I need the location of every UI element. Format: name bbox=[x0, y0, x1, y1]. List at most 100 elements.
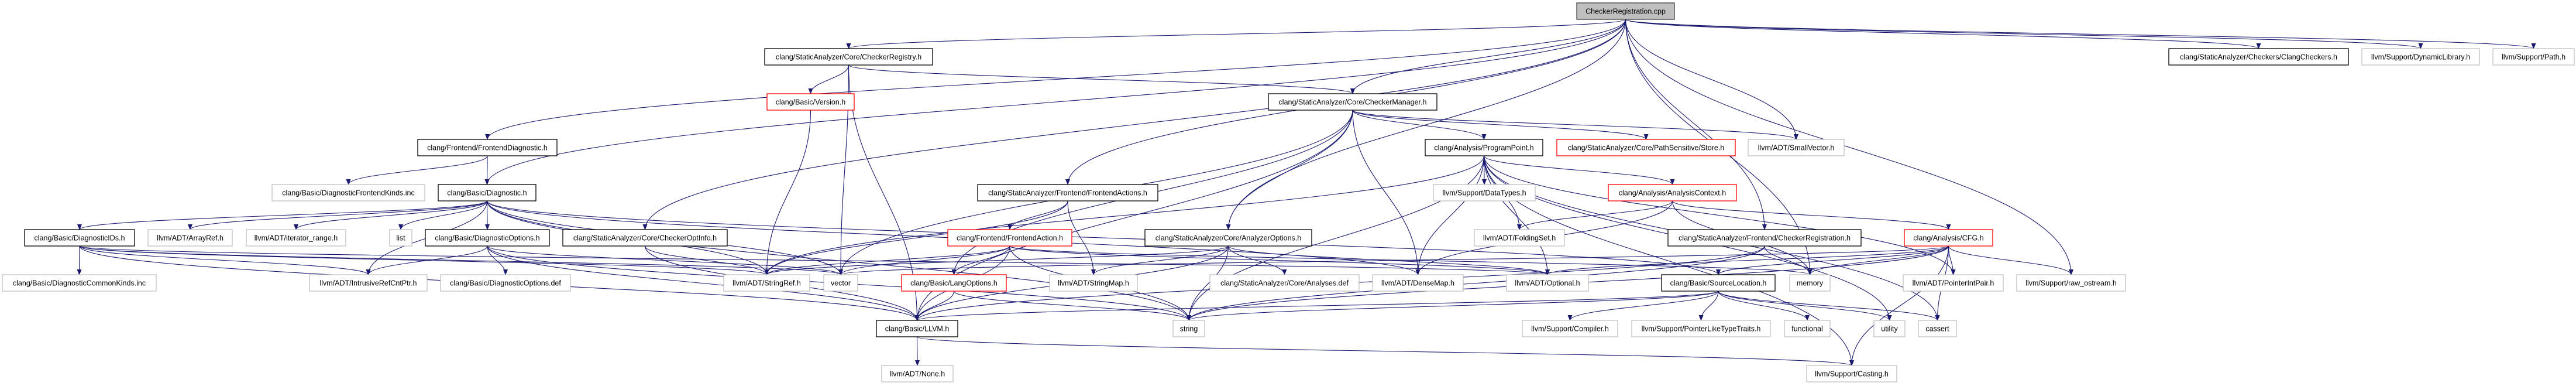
node-box bbox=[440, 274, 571, 292]
node-label: clang/StaticAnalyzer/Core/CheckerManager… bbox=[1279, 98, 1427, 107]
edge-checkerregistration-cpp-to-clang-staticanalyzer-core-checkerregistry-h bbox=[847, 19, 1626, 49]
node-llvm-adt-pointerintpair-h: llvm/ADT/PointerIntPair.h bbox=[1903, 274, 2004, 292]
node-clang-basic-version-h[interactable]: clang/Basic/Version.h bbox=[766, 93, 855, 111]
node-label: clang/Frontend/FrontendAction.h bbox=[957, 234, 1063, 242]
node-label: clang/StaticAnalyzer/Frontend/CheckerReg… bbox=[1679, 234, 1851, 242]
edge-clang-frontend-frontendaction-h-to-llvm-adt-optional-h bbox=[1009, 245, 1550, 275]
node-clang-basic-sourcelocation-h[interactable]: clang/Basic/SourceLocation.h bbox=[1661, 274, 1776, 292]
node-clang-analysis-cfg-h[interactable]: clang/Analysis/CFG.h bbox=[1904, 229, 1993, 247]
node-box bbox=[1789, 274, 1831, 292]
node-label: clang/StaticAnalyzer/Core/PathSensitive/… bbox=[1568, 144, 1725, 152]
node-box bbox=[1144, 229, 1312, 247]
node-vector: vector bbox=[823, 274, 858, 292]
node-box bbox=[947, 229, 1072, 247]
edge-clang-analysis-programpoint-h-to-llvm-adt-optional-h bbox=[1483, 155, 1550, 275]
edge-clang-frontend-frontenddiagnostic-h-to-clang-basic-diagnostic-h bbox=[484, 155, 490, 185]
edge-clang-staticanalyzer-core-checkermanager-h-to-llvm-adt-smallvector-h bbox=[1352, 110, 1798, 140]
node-label: clang/Basic/DiagnosticIDs.h bbox=[35, 234, 125, 242]
node-clang-staticanalyzer-core-pathsensitive-store-h[interactable]: clang/StaticAnalyzer/Core/PathSensitive/… bbox=[1556, 139, 1736, 156]
edge-clang-analysis-cfg-h-to-vector bbox=[838, 245, 1949, 275]
node-label: clang/Analysis/AnalysisContext.h bbox=[1619, 189, 1726, 197]
node-box bbox=[1372, 274, 1464, 292]
node-clang-frontend-frontenddiagnostic-h[interactable]: clang/Frontend/FrontendDiagnostic.h bbox=[417, 139, 558, 156]
edge-clang-analysis-cfg-h-to-llvm-adt-optional-h bbox=[1545, 245, 1949, 275]
node-clang-staticanalyzer-core-analyzeroptions-h[interactable]: clang/StaticAnalyzer/Core/AnalyzerOption… bbox=[1144, 229, 1312, 247]
edge-clang-basic-diagnosticids-h-to-llvm-adt-intrusiverefcntptr-h bbox=[79, 245, 371, 275]
edge-clang-basic-sourcelocation-h-to-llvm-support-compiler-h bbox=[1567, 291, 1719, 321]
node-box bbox=[1433, 184, 1536, 201]
node-clang-basic-langoptions-h[interactable]: clang/Basic/LangOptions.h bbox=[901, 274, 1007, 292]
node-checkerregistration-cpp[interactable]: CheckerRegistration.cpp bbox=[1576, 2, 1675, 20]
node-label: llvm/ADT/FoldingSet.h bbox=[1483, 234, 1556, 242]
node-clang-analysis-programpoint-h[interactable]: clang/Analysis/ProgramPoint.h bbox=[1425, 139, 1543, 156]
node-llvm-adt-arrayref-h: llvm/ADT/ArrayRef.h bbox=[147, 229, 233, 247]
node-label: clang/StaticAnalyzer/Core/AnalyzerOption… bbox=[1155, 234, 1301, 242]
node-memory: memory bbox=[1789, 274, 1831, 292]
node-box bbox=[823, 274, 858, 292]
node-llvm-adt-stringref-h: llvm/ADT/StringRef.h bbox=[723, 274, 810, 292]
node-llvm-support-path-h: llvm/Support/Path.h bbox=[2492, 48, 2575, 66]
node-box bbox=[1784, 320, 1831, 337]
node-clang-analysis-analysiscontext-h[interactable]: clang/Analysis/AnalysisContext.h bbox=[1608, 184, 1737, 201]
node-label: clang/Analysis/CFG.h bbox=[1913, 234, 1983, 242]
node-clang-basic-diagnostic-h[interactable]: clang/Basic/Diagnostic.h bbox=[438, 184, 536, 201]
edge-clang-staticanalyzer-core-checkeroptinfo-h-to-llvm-adt-stringref-h bbox=[644, 245, 769, 275]
node-llvm-adt-foldingset-h: llvm/ADT/FoldingSet.h bbox=[1474, 229, 1565, 247]
node-clang-staticanalyzer-frontend-frontendactions-h[interactable]: clang/StaticAnalyzer/Frontend/FrontendAc… bbox=[977, 184, 1158, 201]
node-label: llvm/ADT/DenseMap.h bbox=[1381, 279, 1454, 288]
node-label: list bbox=[396, 234, 405, 242]
node-clang-staticanalyzer-checkers-clangcheckers-h[interactable]: clang/StaticAnalyzer/Checkers/ClangCheck… bbox=[2168, 48, 2349, 66]
node-clang-basic-diagnosticids-h[interactable]: clang/Basic/DiagnosticIDs.h bbox=[24, 229, 135, 247]
edge-clang-analysis-programpoint-h-to-llvm-adt-densemap-h bbox=[1415, 155, 1485, 275]
edge-clang-basic-diagnostic-h-to-clang-basic-diagnosticids-h bbox=[77, 200, 488, 230]
node-llvm-adt-stringmap-h: llvm/ADT/StringMap.h bbox=[1049, 274, 1138, 292]
edge-checkerregistration-cpp-to-clang-staticanalyzer-core-checkeroptinfo-h bbox=[642, 19, 1626, 230]
node-string: string bbox=[1172, 320, 1205, 337]
node-box bbox=[2016, 274, 2126, 292]
node-llvm-adt-smallvector-h: llvm/ADT/SmallVector.h bbox=[1748, 139, 1845, 156]
edge-checkerregistration-cpp-to-llvm-adt-smallvector-h bbox=[1625, 19, 1798, 140]
node-llvm-adt-none-h: llvm/ADT/None.h bbox=[881, 365, 954, 382]
edge-clang-basic-diagnosticoptions-h-to-llvm-adt-intrusiverefcntptr-h bbox=[366, 245, 488, 275]
node-label: llvm/ADT/IntrusiveRefCntPtr.h bbox=[319, 279, 417, 288]
edge-clang-staticanalyzer-core-checkermanager-h-to-clang-staticanalyzer-core-pathsensitive-store-h bbox=[1352, 110, 1649, 140]
edge-clang-staticanalyzer-core-checkerregistry-h-to-clang-basic-version-h bbox=[808, 64, 850, 94]
node-llvm-support-casting-h: llvm/Support/Casting.h bbox=[1806, 365, 1897, 382]
edge-clang-basic-diagnosticoptions-h-to-clang-basic-diagnosticoptions-def bbox=[487, 245, 508, 275]
node-clang-staticanalyzer-core-checkermanager-h[interactable]: clang/StaticAnalyzer/Core/CheckerManager… bbox=[1268, 93, 1437, 111]
node-label: string bbox=[1180, 325, 1198, 333]
node-clang-staticanalyzer-core-checkeroptinfo-h[interactable]: clang/StaticAnalyzer/Core/CheckerOptInfo… bbox=[562, 229, 728, 247]
node-llvm-support-datatypes-h: llvm/Support/DataTypes.h bbox=[1433, 184, 1536, 201]
node-box bbox=[246, 229, 346, 247]
node-clang-basic-diagnosticoptions-h[interactable]: clang/Basic/DiagnosticOptions.h bbox=[425, 229, 550, 247]
node-llvm-support-dynamiclibrary-h: llvm/Support/DynamicLibrary.h bbox=[2361, 48, 2480, 66]
node-clang-basic-llvm-h[interactable]: clang/Basic/LLVM.h bbox=[876, 320, 958, 337]
edge-checkerregistration-cpp-to-clang-staticanalyzer-core-analyzeroptions-h bbox=[1226, 19, 1626, 230]
node-label: clang/Basic/DiagnosticOptions.def bbox=[450, 279, 561, 288]
node-box bbox=[1172, 320, 1205, 337]
node-box bbox=[1522, 320, 1618, 337]
node-label: llvm/ADT/ArrayRef.h bbox=[157, 234, 223, 242]
node-label: clang/StaticAnalyzer/Core/CheckerRegistr… bbox=[776, 53, 921, 62]
node-label: clang/StaticAnalyzer/Frontend/FrontendAc… bbox=[988, 189, 1147, 197]
node-clang-frontend-frontendaction-h[interactable]: clang/Frontend/FrontendAction.h bbox=[947, 229, 1072, 247]
edge-clang-basic-sourcelocation-h-to-utility bbox=[1718, 291, 1892, 321]
node-list: list bbox=[389, 229, 412, 247]
node-label: llvm/ADT/PointerIntPair.h bbox=[1913, 279, 1994, 288]
node-llvm-adt-optional-h: llvm/ADT/Optional.h bbox=[1506, 274, 1589, 292]
node-label: clang/Frontend/FrontendDiagnostic.h bbox=[427, 144, 548, 152]
edge-clang-basic-diagnostic-h-to-llvm-adt-arrayref-h bbox=[188, 200, 488, 230]
node-label: clang/Basic/LLVM.h bbox=[885, 325, 950, 333]
edge-checkerregistration-cpp-to-clang-staticanalyzer-checkers-clangcheckers-h bbox=[1625, 19, 2261, 49]
edge-clang-basic-sourcelocation-h-to-cassert bbox=[1718, 291, 1940, 321]
edge-checkerregistration-cpp-to-clang-staticanalyzer-core-checkermanager-h bbox=[1350, 19, 1626, 94]
edge-clang-basic-diagnosticids-h-to-llvm-adt-optional-h bbox=[79, 245, 1549, 275]
node-clang-staticanalyzer-core-checkerregistry-h[interactable]: clang/StaticAnalyzer/Core/CheckerRegistr… bbox=[764, 48, 933, 66]
edge-checkerregistration-cpp-to-llvm-support-dynamiclibrary-h bbox=[1625, 19, 2423, 49]
node-box bbox=[1904, 229, 1993, 247]
node-box bbox=[764, 48, 933, 66]
node-llvm-support-pointerliketypetraits-h: llvm/Support/PointerLikeTypeTraits.h bbox=[1631, 320, 1771, 337]
node-box bbox=[438, 184, 536, 201]
node-clang-staticanalyzer-frontend-checkerregistration-h[interactable]: clang/StaticAnalyzer/Frontend/CheckerReg… bbox=[1667, 229, 1862, 247]
